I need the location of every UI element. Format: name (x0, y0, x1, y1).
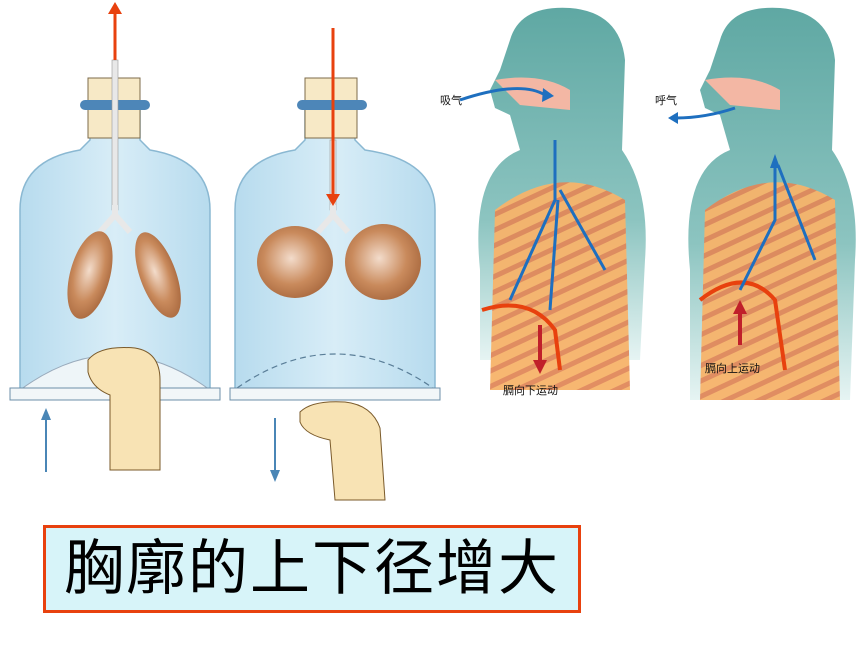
lung-right (135, 232, 181, 318)
caption-box: 胸廓的上下径增大 (43, 525, 581, 613)
branch (315, 205, 351, 234)
branch (97, 205, 133, 234)
arrow-up-blue-head (41, 408, 51, 420)
jar-inhale (9, 2, 221, 472)
label-diaphragm-up: 膈向上运动 (705, 362, 760, 375)
jar-exhale (229, 28, 441, 501)
hand (299, 401, 386, 501)
caption-text: 胸廓的上下径增大 (64, 534, 560, 604)
jar-base (229, 387, 441, 401)
label-diaphragm-down: 膈向下运动 (503, 384, 558, 397)
lung-right (345, 224, 421, 300)
arrow-down-blue-head (270, 470, 280, 482)
label-exhale: 呼气 (655, 94, 677, 107)
lung-left (67, 231, 113, 319)
hand (87, 347, 161, 471)
arrow-up-red-head (108, 2, 122, 14)
diaphragm-dashed (236, 353, 434, 389)
arrow-down-red-head (326, 194, 340, 206)
lung-left (257, 226, 333, 298)
label-inhale: 吸气 (440, 94, 462, 107)
tube (111, 59, 119, 211)
